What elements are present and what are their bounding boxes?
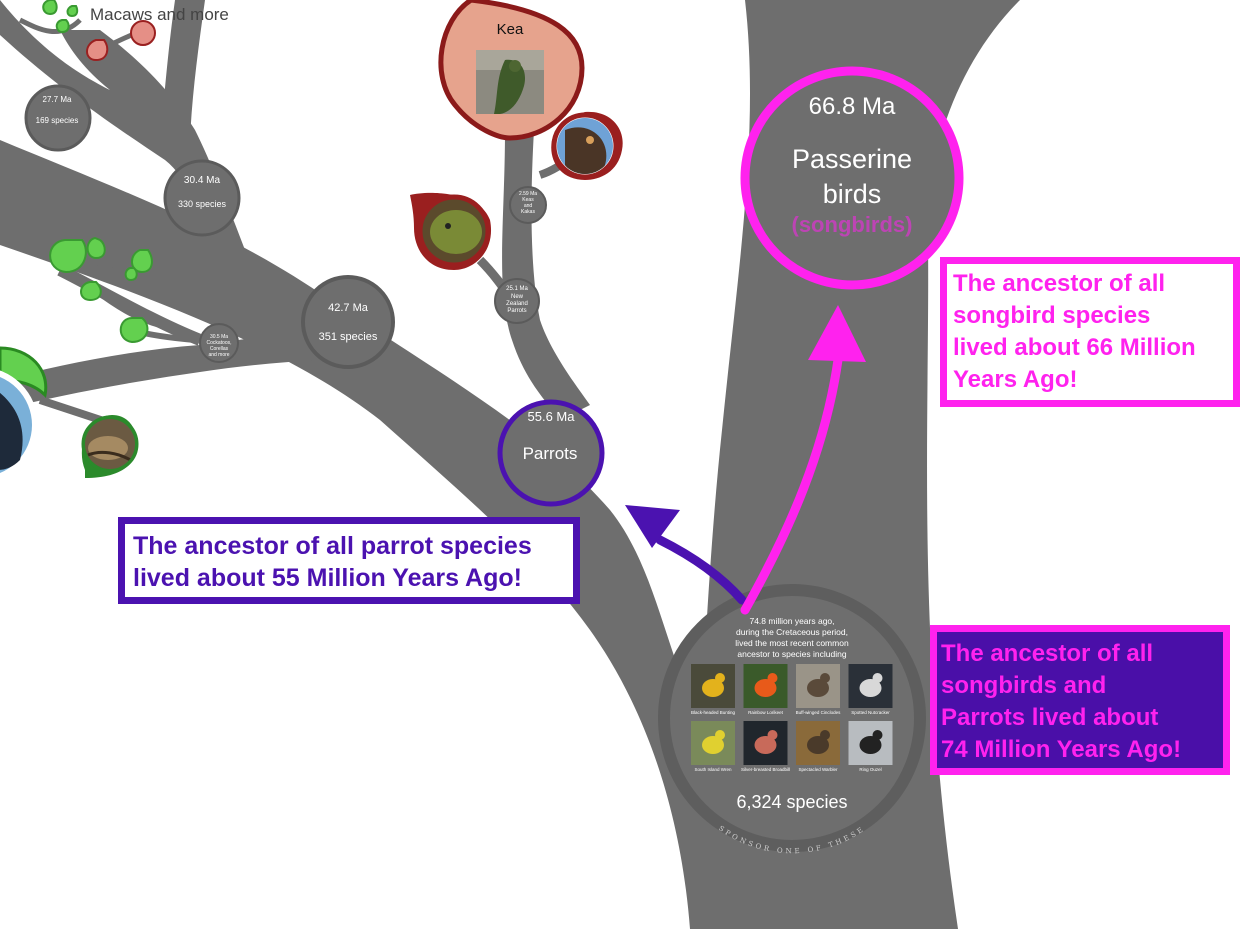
svg-text:Corellas: Corellas: [210, 346, 229, 352]
node-30-5[interactable]: 30.5 Ma Cockatoos, Corellas and more: [199, 323, 239, 363]
red-leaf: [130, 20, 156, 46]
svg-text:Kakas: Kakas: [521, 209, 535, 215]
node-27-7[interactable]: 27.7 Ma 169 species: [24, 84, 92, 152]
species-thumb-label: Spectacled Warbler: [798, 767, 838, 772]
svg-text:55.6 Ma: 55.6 Ma: [528, 409, 576, 424]
svg-text:New: New: [511, 294, 524, 300]
parrot-ancestor-callout: The ancestor of all parrot species lived…: [118, 517, 580, 604]
species-thumb-label: South Island Wren: [695, 767, 732, 772]
node-25-1[interactable]: 25.1 Ma New Zealand Parrots: [494, 278, 540, 324]
green-leaf: [49, 239, 87, 274]
svg-text:25.1 Ma: 25.1 Ma: [506, 286, 528, 292]
svg-text:and: and: [524, 203, 533, 209]
svg-text:27.7 Ma: 27.7 Ma: [43, 95, 72, 104]
kakapo-photo: [422, 199, 486, 263]
svg-text:Passerine: Passerine: [792, 144, 912, 174]
svg-text:30.4 Ma: 30.4 Ma: [184, 175, 221, 186]
left-edge-photo[interactable]: [0, 367, 38, 483]
svg-text:Zealand: Zealand: [506, 301, 528, 307]
kea-label: Kea: [497, 21, 524, 38]
svg-text:330 species: 330 species: [178, 199, 227, 209]
kea-photo: [476, 50, 544, 114]
svg-text:Cockatoos,: Cockatoos,: [206, 340, 231, 346]
node-30-4[interactable]: 30.4 Ma 330 species: [163, 159, 241, 237]
svg-text:ancestor to species including: ancestor to species including: [737, 649, 846, 659]
leaves: [0, 0, 156, 399]
red-leaf: [86, 39, 109, 62]
green-leaf: [124, 267, 138, 282]
svg-text:66.8 Ma: 66.8 Ma: [809, 93, 896, 120]
passerine-node[interactable]: 66.8 Ma Passerine birds (songbirds): [740, 66, 964, 290]
svg-text:lived the most recent common: lived the most recent common: [735, 638, 849, 648]
parrot-arrow: [625, 505, 747, 605]
species-thumb-label: Rainbow Lorikeet: [748, 710, 784, 715]
kaka-photo: [557, 118, 613, 174]
macaws-label[interactable]: Macaws and more: [90, 5, 229, 24]
svg-text:and more: and more: [208, 352, 229, 358]
common-ancestor-callout: The ancestor of all songbirds and Parrot…: [930, 625, 1230, 775]
svg-text:Parrots: Parrots: [523, 444, 578, 463]
svg-text:351 species: 351 species: [319, 331, 378, 343]
warbler-photo[interactable]: Spectacled Warbler: [796, 721, 840, 772]
songbird-ancestor-callout: The ancestor of all songbird species liv…: [940, 257, 1240, 407]
wren-photo[interactable]: South Island Wren: [691, 721, 735, 772]
svg-text:169 species: 169 species: [36, 116, 79, 125]
kea-leaf[interactable]: Kea: [438, 0, 585, 141]
svg-text:30.5 Ma: 30.5 Ma: [210, 334, 228, 340]
green-leaf: [80, 281, 102, 302]
nutcracker-photo[interactable]: Spotted Nutcracker: [848, 664, 893, 715]
lorikeet-photo[interactable]: Rainbow Lorikeet: [743, 664, 788, 715]
svg-text:(songbirds): (songbirds): [792, 212, 913, 237]
lower-bird-leaf[interactable]: [81, 415, 139, 478]
species-thumb-label: Buff-winged Cinclodes: [796, 710, 841, 715]
root-node[interactable]: 74.8 million years ago, during the Creta…: [658, 584, 926, 855]
green-leaf: [86, 236, 106, 260]
svg-text:birds: birds: [823, 179, 882, 209]
node-2-59[interactable]: 2.59 Ma Keas and Kakas: [509, 186, 547, 224]
green-leaf: [55, 19, 70, 34]
species-thumb-label: Silver-breasted Broadbill: [741, 767, 790, 772]
svg-text:74.8 million years ago,: 74.8 million years ago,: [749, 616, 834, 626]
parrots-node[interactable]: 55.6 Ma Parrots: [497, 399, 605, 507]
cockatoo-branch: [0, 330, 320, 410]
green-leaf: [66, 5, 79, 18]
svg-text:2.59 Ma: 2.59 Ma: [519, 191, 537, 197]
green-leaf: [42, 0, 58, 16]
species-thumb-label: Ring Ouzel: [859, 767, 881, 772]
svg-text:during the Cretaceous period,: during the Cretaceous period,: [736, 627, 848, 637]
macaws-branch: [0, 0, 245, 260]
svg-text:Keas: Keas: [522, 197, 534, 203]
node-42-7[interactable]: 42.7 Ma 351 species: [301, 275, 395, 369]
ouzel-photo[interactable]: Ring Ouzel: [848, 721, 893, 772]
macaws-twig: [160, 0, 205, 140]
kaka-leaf[interactable]: [551, 110, 625, 180]
cinclodes-photo[interactable]: Buff-winged Cinclodes: [796, 664, 841, 715]
bunting-photo[interactable]: Black-headed Bunting: [691, 664, 736, 715]
species-thumb-label: Spotted Nutcracker: [851, 710, 890, 715]
broadbill-photo[interactable]: Silver-breasted Broadbill: [741, 721, 790, 772]
svg-text:42.7 Ma: 42.7 Ma: [328, 302, 369, 314]
svg-text:Parrots: Parrots: [507, 308, 526, 314]
species-thumb-label: Black-headed Bunting: [691, 710, 736, 715]
root-species-count: 6,324 species: [736, 792, 847, 812]
kakapo-leaf[interactable]: [410, 192, 492, 270]
green-leaf: [131, 249, 153, 274]
species-thumbnails: Black-headed Bunting Rainbow Lorikeet Buff…: [691, 664, 893, 772]
songbird-arrow: [740, 305, 866, 615]
lower-bird-photo: [85, 419, 135, 469]
green-leaf: [119, 317, 149, 344]
